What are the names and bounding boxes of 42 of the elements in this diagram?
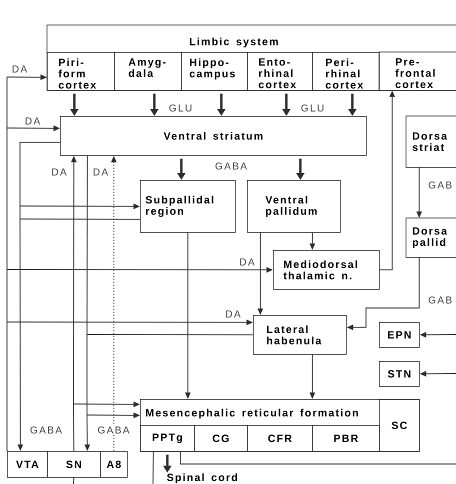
region-box: SN xyxy=(47,451,101,478)
connector-line xyxy=(152,451,154,484)
edge-label: DA xyxy=(50,168,68,176)
region-box: EPN xyxy=(379,322,420,348)
region-box: A8 xyxy=(100,451,128,478)
edge-label: DA xyxy=(92,168,110,176)
region-cell: Amyg- dala xyxy=(114,52,182,91)
region-box: Subpallidal region xyxy=(140,180,236,233)
connector-line xyxy=(86,155,88,335)
region-cell: CFR xyxy=(247,425,313,452)
connector-line xyxy=(20,218,140,220)
text-label: GABA xyxy=(214,161,248,171)
region-box: Lateral habenula xyxy=(253,315,347,355)
region-cell: SC xyxy=(379,399,420,452)
edge-label: DA xyxy=(10,64,28,74)
region-box: VTA xyxy=(7,451,48,478)
region-box: Ventral pallidum xyxy=(247,180,341,233)
region-box: Dorsa pallid xyxy=(406,218,456,258)
edge-label: GABA xyxy=(96,425,130,435)
text-label: GLU xyxy=(168,103,194,113)
region-box: STN xyxy=(379,361,420,387)
region-cell: Peri- rhinal cortex xyxy=(312,52,380,91)
edge-label: GAB xyxy=(427,180,454,190)
region-cell: Pre- frontal cortex xyxy=(378,52,456,91)
connector-line xyxy=(180,451,456,464)
edge-label: DA xyxy=(224,310,242,318)
region-cell: Hippo- campus xyxy=(181,52,248,91)
connector-line xyxy=(73,477,74,484)
edge-label: DA xyxy=(238,258,256,266)
edge-label: GAB xyxy=(427,295,454,305)
text-label: Spinal cord xyxy=(167,473,238,484)
region-box: Ventral striatum xyxy=(60,116,367,156)
region-cell: PBR xyxy=(312,425,380,452)
region-cell: PPTg xyxy=(140,425,195,452)
edge-label: GABA xyxy=(29,425,63,435)
text-label: GLU xyxy=(300,103,326,113)
region-cell: Ento- rhinal cortex xyxy=(247,52,313,91)
region-cell: Piri- form cortex xyxy=(47,52,115,91)
region-box: Dorsa striat xyxy=(406,116,456,168)
connector-line xyxy=(73,404,74,452)
region-cell: CG xyxy=(194,425,248,452)
region-box: Mediodorsal thalamic n. xyxy=(273,250,380,290)
